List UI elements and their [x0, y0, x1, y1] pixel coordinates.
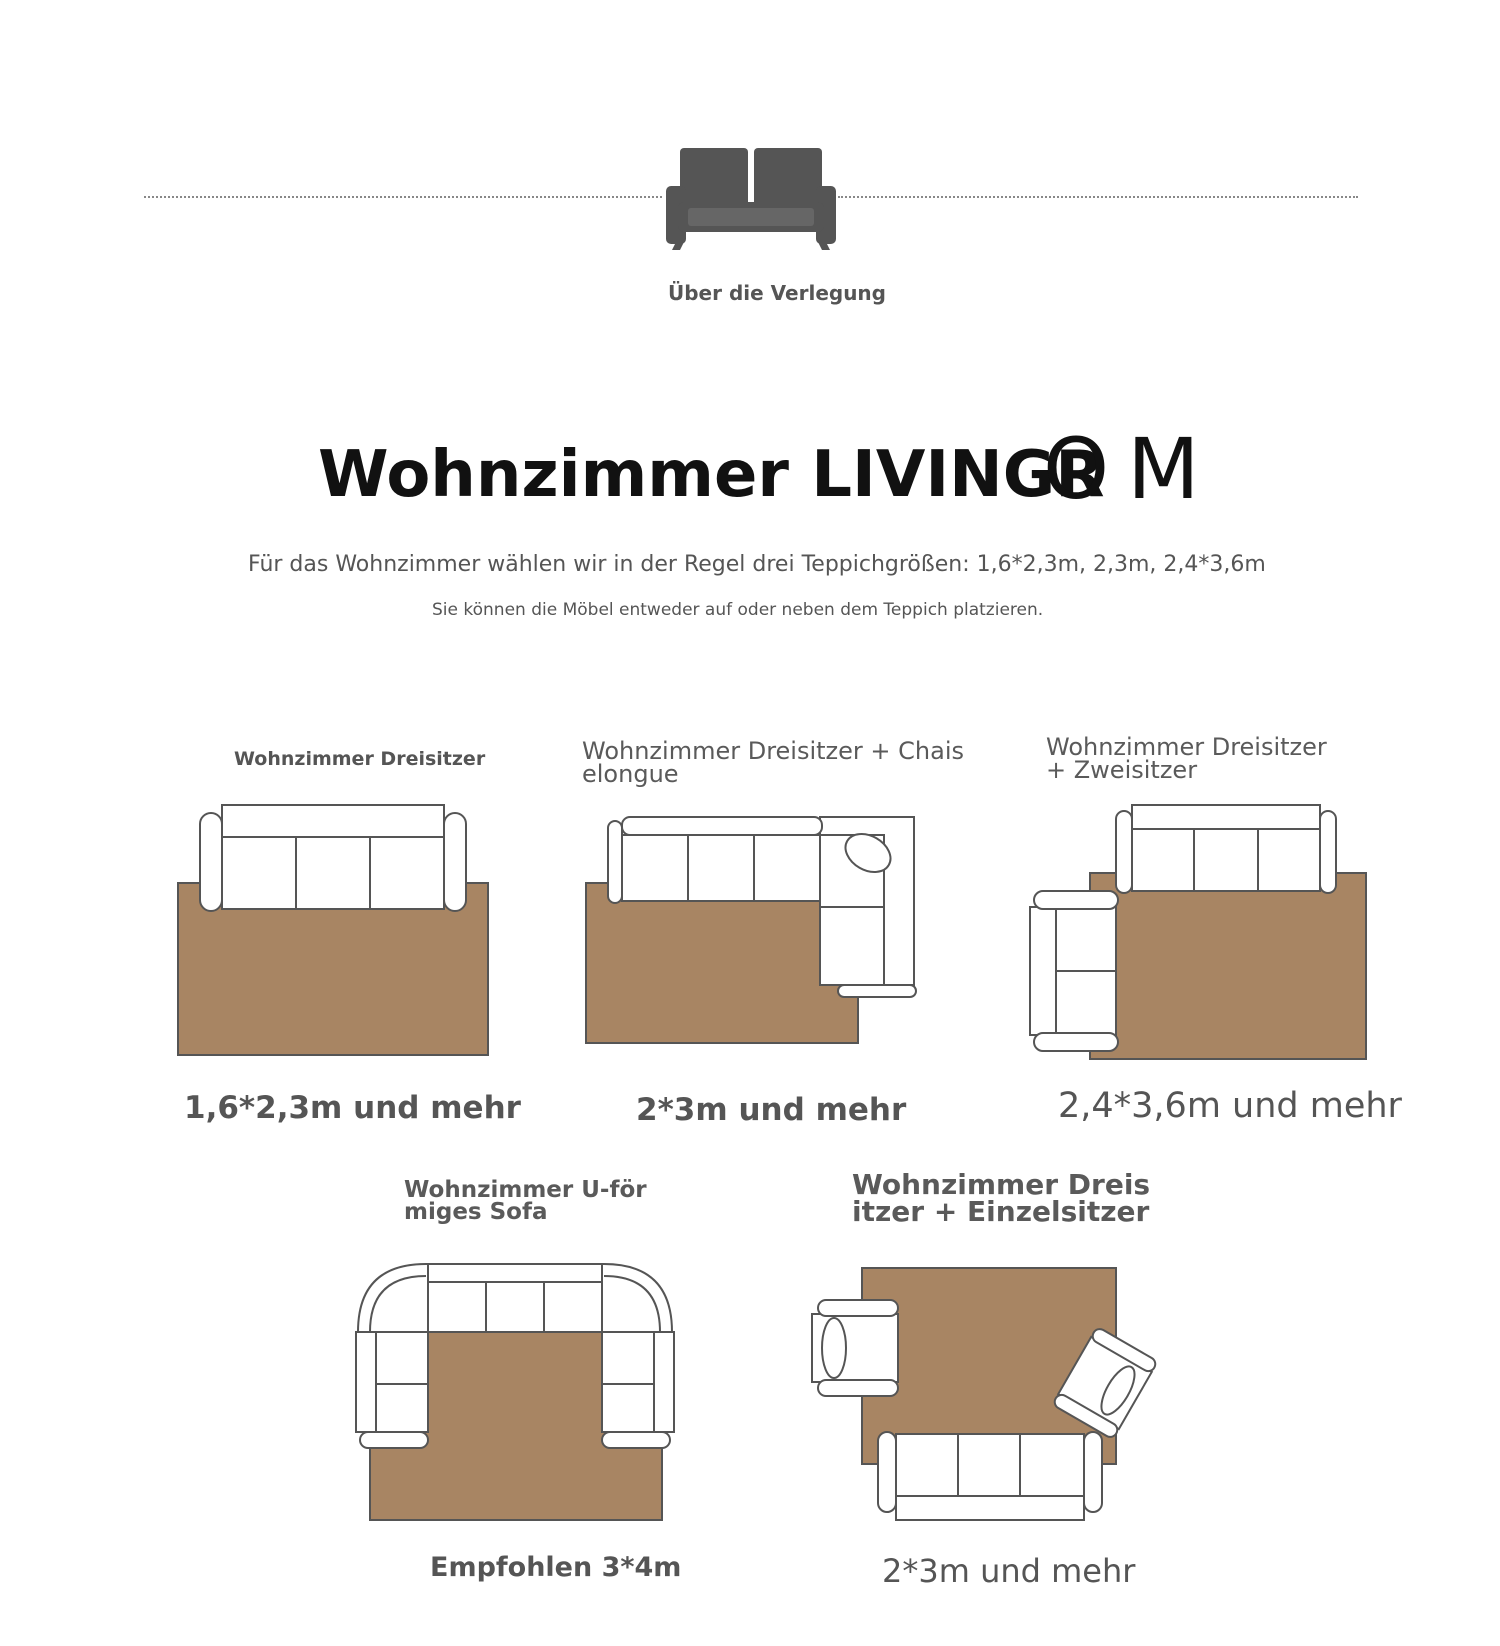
back-center — [427, 1263, 603, 1283]
sofa-arm-right — [443, 812, 467, 912]
sofa-seat — [621, 834, 823, 902]
label-line: Wohnzimmer Dreisitzer — [1046, 733, 1327, 761]
label-line: elongue — [582, 759, 679, 788]
layout-5-label: Wohnzimmer Dreis itzer + Einzelsitzer — [852, 1168, 1151, 1228]
layout-1-diagram — [177, 804, 489, 1056]
seat-center — [427, 1281, 603, 1333]
label-line: + Zweisitzer — [1046, 755, 1198, 784]
intro-line-1: Für das Wohnzimmer wählen wir in der Reg… — [248, 552, 1266, 577]
corner-left — [356, 1263, 429, 1333]
intro-line-2: Sie können die Möbel entweder auf oder n… — [432, 600, 1044, 620]
layout-3-size: 2,4*3,6m und mehr — [1058, 1086, 1402, 1126]
sofa-arm-right — [1319, 810, 1337, 894]
layout-5-diagram — [811, 1267, 1157, 1521]
sofa-arm-left — [877, 1431, 897, 1513]
layout-3-label: Wohnzimmer Dreisitzer + Zweisitzer — [1046, 733, 1327, 784]
rug — [585, 882, 859, 1044]
page-title: Wohnzimmer LIVINGR — [318, 438, 1105, 512]
layout-4-size: Empfohlen 3*4m — [430, 1552, 682, 1583]
sofa-back — [221, 804, 445, 838]
layout-5-size: 2*3m und mehr — [882, 1552, 1136, 1590]
page-title-main: Wohnzimmer LIVINGR — [318, 438, 1105, 512]
corner-right — [601, 1263, 674, 1333]
sofa-arm-left — [199, 812, 223, 912]
layout-1-label: Wohnzimmer Dreisitzer — [234, 748, 486, 770]
side-right-back — [653, 1331, 675, 1433]
arm-right — [601, 1431, 671, 1449]
pillow — [844, 833, 892, 873]
armchair-left-arm-top — [817, 1299, 899, 1317]
side-right-seat — [601, 1331, 655, 1433]
label-line: Wohnzimmer Dreis — [852, 1168, 1151, 1201]
armchair-left-arm-bottom — [817, 1379, 899, 1397]
sofa-arm-left — [1115, 810, 1133, 894]
layout-2-diagram — [585, 816, 917, 1044]
sofa-arm-right — [1083, 1431, 1103, 1513]
armchair-right — [1053, 1328, 1157, 1438]
loveseat-arm-bottom — [1033, 1032, 1119, 1052]
label-line: Wohnzimmer Dreisitzer + Chais — [582, 737, 964, 765]
loveseat-back — [1029, 906, 1057, 1036]
sofa-arm-left — [607, 820, 623, 904]
page-title-tail: OM — [1043, 420, 1218, 518]
label-line: miges Sofa — [404, 1198, 548, 1225]
layout-2-size: 2*3m und mehr — [636, 1092, 907, 1128]
divider-left — [144, 196, 662, 198]
loveseat-arm-top — [1033, 890, 1119, 910]
label-line: itzer + Einzelsitzer — [852, 1194, 1150, 1228]
chaise-arm — [837, 984, 917, 998]
layout-4-diagram — [355, 1263, 675, 1521]
arm-left — [359, 1431, 429, 1449]
label-line: Wohnzimmer U-för — [404, 1177, 647, 1203]
layout-4-label: Wohnzimmer U-för miges Sofa — [404, 1177, 647, 1225]
layout-2-label: Wohnzimmer Dreisitzer + Chais elongue — [582, 737, 964, 788]
divider-right — [838, 196, 1358, 198]
layout-3-diagram — [1029, 804, 1367, 1060]
sofa-seat — [221, 836, 445, 910]
armchair-left-cushion — [821, 1317, 847, 1379]
sofa-back — [895, 1495, 1085, 1521]
sofa-icon — [666, 148, 836, 250]
rug — [1089, 872, 1367, 1060]
sofa-back — [621, 816, 823, 836]
rug — [177, 882, 489, 1056]
side-left-seat — [375, 1331, 429, 1433]
sofa-seat — [895, 1433, 1085, 1497]
layout-1-size: 1,6*2,3m und mehr — [184, 1090, 521, 1126]
sofa-back — [1131, 804, 1321, 830]
sofa-seat — [1131, 828, 1321, 892]
section-subtitle: Über die Verlegung — [668, 281, 886, 305]
side-left-back — [355, 1331, 377, 1433]
